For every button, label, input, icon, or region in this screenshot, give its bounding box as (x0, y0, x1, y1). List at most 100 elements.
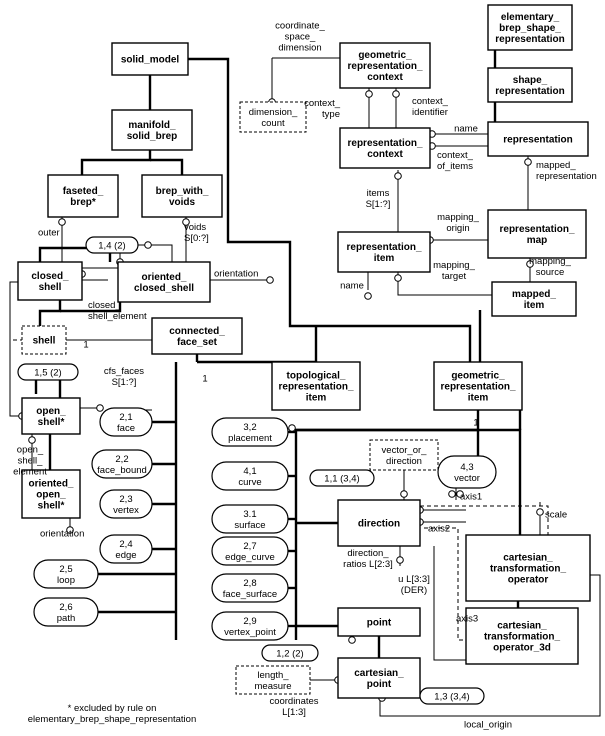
relationship-end-circle (348, 636, 356, 644)
entity-oriented-closed-shell[interactable]: oriented_closed_shell (117, 261, 211, 303)
label-u: u L[3:3](DER) (398, 574, 430, 596)
page-ref-ref-1-4-2[interactable]: 1,4 (2) (85, 236, 139, 254)
entity-topological-representation-item[interactable]: topological_representation_item (271, 361, 361, 411)
relationship-end-circle (66, 526, 74, 534)
page-ref-ref-2-1-label-line-1: 2,1 (119, 412, 132, 423)
label-one-a-line-1: 1 (83, 340, 88, 351)
page-ref-ref-2-5-label-line-2: loop (57, 575, 75, 586)
entity-elementary-brep-shape-representation-label-line-3: representation (495, 34, 564, 45)
page-ref-pill (91, 449, 153, 479)
entity-cartesian-transformation-operator[interactable]: cartesian_transformation_operator (465, 534, 591, 602)
relationship-end-circle (365, 90, 373, 98)
entity-connected-face-set[interactable]: connected_face_set (151, 317, 243, 355)
label-footnote: * excluded by rule onelementary_brep_sha… (28, 703, 196, 725)
relationship-end-circle (448, 490, 456, 498)
type-dimension-count-label-line-2: count (261, 118, 285, 129)
label-context-of-items-line-2: of_items (437, 161, 473, 172)
entity-topological-representation-item-label-line-1: topological_ (287, 371, 346, 382)
label-scale-line-1: scale (545, 510, 567, 521)
label-mapping-target-line-1: mapping_ (433, 260, 475, 271)
entity-box (47, 174, 119, 218)
label-orientation-2-line-1: orientation (40, 529, 84, 540)
page-ref-ref-3-2-label-line-1: 3,2 (243, 422, 256, 433)
label-mapping-origin-line-2: origin (446, 223, 469, 234)
label-context-type-line-1: context_ (304, 98, 341, 109)
label-local-origin-line-1: local_origin (464, 720, 512, 731)
type-dimension-count[interactable]: dimension_count (239, 101, 307, 133)
label-mapping-source: mapping_source (529, 256, 571, 278)
page-ref-ref-1-4-2-label-line-1: 1,4 (2) (98, 241, 125, 252)
entity-geometric-representation-context[interactable]: geometric_representation_context (339, 42, 431, 89)
page-ref-ref-1-3-3-4[interactable]: 1,3 (3,4) (419, 687, 485, 705)
type-vector-or-direction[interactable]: vector_or_direction (369, 439, 439, 471)
label-axis2-line-1: axis2 (428, 524, 450, 535)
page-ref-pill (211, 536, 289, 566)
optional-line-1 (420, 505, 549, 535)
label-u-line-2: (DER) (401, 585, 427, 596)
entity-elementary-brep-shape-representation[interactable]: elementary_brep_shape_representation (487, 4, 573, 51)
entity-box (487, 209, 587, 259)
entity-closed-shell[interactable]: closed_shell (17, 261, 83, 301)
page-ref-ref-2-3-label-line-1: 2,3 (119, 494, 132, 505)
page-ref-ref-3-1-label-line-2: surface (234, 520, 265, 531)
entity-point-label-line-1: point (367, 618, 392, 629)
page-ref-ref-1-1-3-4[interactable]: 1,1 (3,4) (309, 469, 375, 487)
entity-mapped-item[interactable]: mapped_item (491, 281, 577, 317)
label-mapped-representation-line-2: representation (536, 171, 597, 182)
label-name-rep: name (454, 124, 478, 135)
entity-representation-map[interactable]: representation_map (487, 209, 587, 259)
label-mapping-target-line-2: target (442, 271, 467, 282)
subtype-line-4 (80, 150, 152, 175)
entity-box (339, 42, 431, 89)
page-ref-ref-1-2-2[interactable]: 1,2 (2) (261, 644, 319, 662)
type-length-measure[interactable]: length_measure (235, 665, 311, 695)
entity-point[interactable]: point (337, 607, 421, 637)
entity-representation[interactable]: representation (487, 121, 589, 157)
relationship-end-circle (288, 424, 296, 432)
entity-solid-model[interactable]: solid_model (111, 42, 189, 76)
entity-shape-representation[interactable]: shape_representation (487, 67, 573, 103)
entity-cartesian-point[interactable]: cartesian_point (337, 657, 421, 699)
page-ref-pill (211, 461, 289, 491)
page-ref-pill (309, 469, 375, 487)
entity-brep-with-voids-label-line-2: voids (169, 197, 196, 208)
label-coordinate-space-dimension-line-1: coordinate_ (275, 21, 325, 32)
entity-oriented-open-shell[interactable]: oriented_open_shell* (21, 469, 81, 519)
relationship-end-circle (456, 490, 464, 498)
type-shell[interactable]: shell (21, 325, 67, 355)
label-coordinates-line-2: L[1:3] (282, 707, 306, 718)
label-closed-shell-element: closed_shell_element (88, 300, 147, 322)
page-ref-ref-2-7-label-line-2: edge_curve (225, 552, 275, 563)
label-voids-line-2: S[0:?] (184, 233, 209, 244)
page-ref-ref-1-5-2[interactable]: 1,5 (2) (17, 363, 79, 381)
entity-brep-with-voids[interactable]: brep_with_voids (141, 174, 223, 218)
type-dimension-count-label-line-1: dimension_ (249, 107, 298, 118)
entity-cartesian-transformation-operator-3d[interactable]: cartesian_transformation_operator_3d (465, 607, 579, 665)
entity-manifold-solid-brep[interactable]: manifold_solid_brep (111, 109, 193, 151)
page-ref-ref-2-5-label-line-1: 2,5 (59, 564, 72, 575)
page-ref-ref-2-8-label-line-1: 2,8 (243, 578, 256, 589)
relationship-end-circle (182, 218, 190, 226)
entity-direction[interactable]: direction (337, 499, 421, 547)
entity-representation-context[interactable]: representation_context (339, 127, 431, 169)
entity-open-shell[interactable]: open_shell* (21, 397, 81, 435)
entity-connected-face-set-label-line-2: face_set (177, 337, 218, 348)
label-context-identifier-line-1: context_ (412, 96, 449, 107)
label-open-shell-element-line-1: open_ (17, 445, 44, 456)
entity-representation-item[interactable]: representation_item (337, 231, 431, 273)
entity-faceted-brep[interactable]: faseted_brep* (47, 174, 119, 218)
entity-geometric-representation-item[interactable]: geometric_representation_item (433, 361, 523, 411)
